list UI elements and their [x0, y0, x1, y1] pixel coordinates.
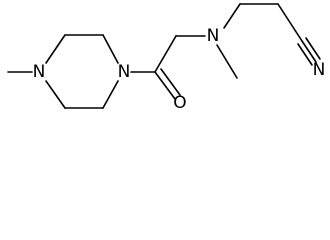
bond-chain-2 [277, 3, 303, 42]
chemical-structure: N N O N N [7, 3, 326, 113]
bond-nitrile-c [297, 43, 313, 66]
bond-ring-4 [102, 80, 119, 109]
atom-n-piperazine-methyl: N [33, 62, 46, 82]
bond-nitrile-b [305, 37, 321, 60]
bond-carbonyl-ch2 [154, 35, 177, 73]
bond-amine-chain [223, 3, 241, 29]
bond-nitrile-a [301, 40, 317, 63]
atom-n-amine: N [207, 26, 220, 46]
atom-n-piperazine-amide: N [118, 62, 131, 82]
bond-carbonyl-double-b [160, 68, 181, 96]
bond-ring-1 [45, 34, 66, 64]
bond-ring-3 [102, 34, 119, 64]
bond-ring-6 [45, 80, 66, 109]
bond-amine-methyl [216, 44, 238, 79]
atom-o-carbonyl: O [173, 93, 186, 113]
atom-n-nitrile: N [313, 60, 326, 80]
bond-carbonyl-double-a [154, 71, 176, 100]
